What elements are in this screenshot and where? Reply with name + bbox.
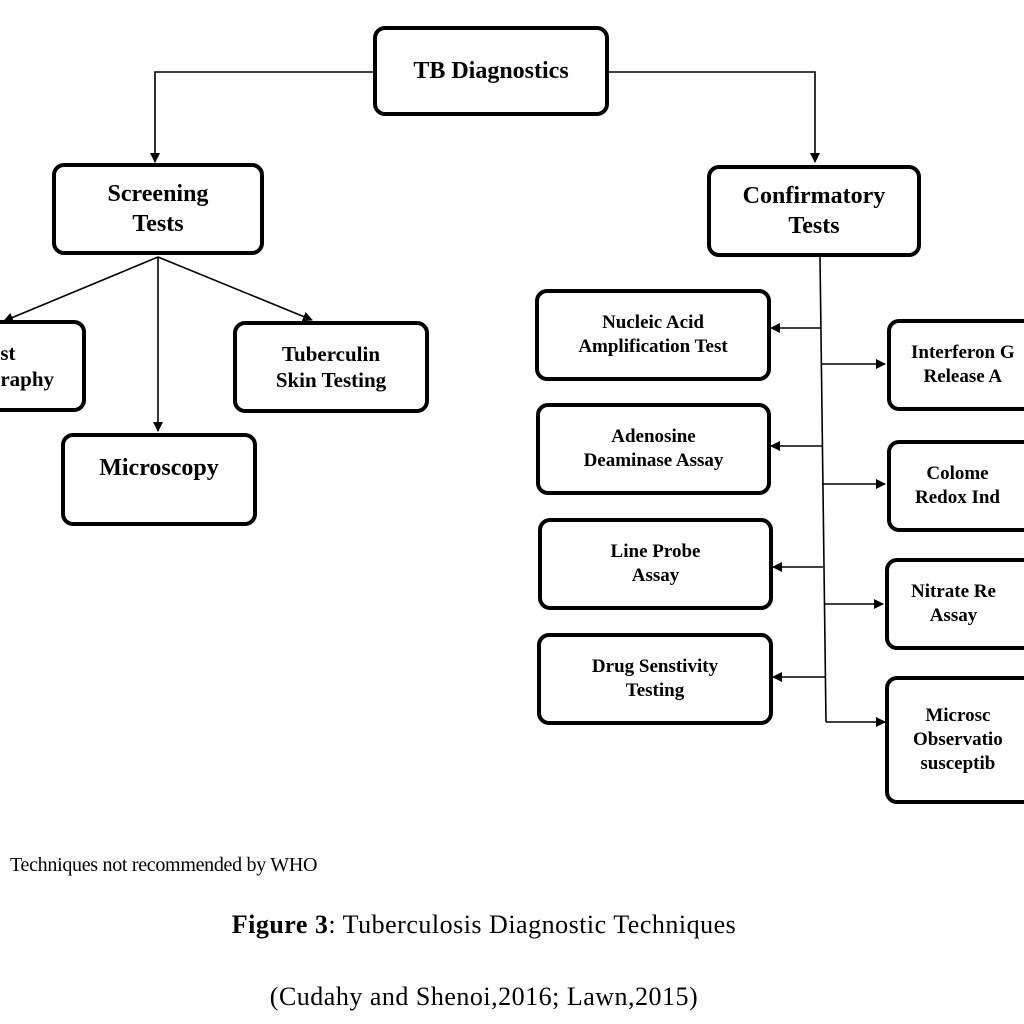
node-tuberculin-skin-testing-label: Tuberculin Skin Testing <box>275 341 387 392</box>
node-microscopy: Microscopy <box>61 433 257 526</box>
node-tb-diagnostics-label: TB Diagnostics <box>413 58 569 84</box>
node-adenosine-deaminase-assay: Adenosine Deaminase Assay <box>536 403 771 495</box>
node-nitrate-reductase-assay: Nitrate Re Assay <box>885 558 1024 650</box>
node-mods-label: Microsc Observatio susceptib <box>913 705 1003 774</box>
figure-label: Figure 3 <box>231 910 329 939</box>
node-dst-label: Drug Senstivity Testing <box>591 656 719 701</box>
node-nucleic-acid-amplification-test: Nucleic Acid Amplification Test <box>535 289 771 381</box>
connector-root-screening <box>150 71 374 163</box>
node-confirmatory-tests-label: Confirmatory Tests <box>742 183 886 239</box>
node-interferon-gamma-release-assay: Interferon G Release A <box>887 319 1024 411</box>
node-chest-radiography: st raphy <box>0 320 86 412</box>
figure-title: : Tuberculosis Diagnostic Techniques <box>328 910 737 939</box>
node-tb-diagnostics: TB Diagnostics <box>373 26 609 116</box>
node-nitrate-label: Nitrate Re Assay <box>911 581 996 626</box>
legend-note: Techniques not recommended by WHO <box>10 854 317 877</box>
connector-confirmatory-trunk <box>819 256 827 723</box>
node-colorimetric-redox-indicator: Colome Redox Ind <box>887 440 1024 532</box>
node-line-probe-assay: Line Probe Assay <box>538 518 773 610</box>
node-microscopic-observation-drug-susceptibility: Microsc Observatio susceptib <box>885 676 1024 804</box>
figure-citation-text: (Cudahy and Shenoi,2016; Lawn,2015) <box>269 982 699 1011</box>
node-confirmatory-tests: Confirmatory Tests <box>707 165 921 257</box>
node-drug-sensitivity-testing: Drug Senstivity Testing <box>537 633 773 725</box>
node-tuberculin-skin-testing: Tuberculin Skin Testing <box>233 321 429 413</box>
node-igra-label: Interferon G Release A <box>911 342 1015 387</box>
connector-screening-chest <box>3 256 159 323</box>
node-screening-tests: Screening Tests <box>52 163 264 255</box>
node-screening-tests-label: Screening Tests <box>107 181 209 237</box>
node-lpa-label: Line Probe Assay <box>610 541 701 586</box>
node-chest-radiography-label: st raphy <box>0 340 54 391</box>
figure-caption: Figure 3: Tuberculosis Diagnostic Techni… <box>0 910 968 940</box>
node-ada-label: Adenosine Deaminase Assay <box>583 426 724 471</box>
node-naat-label: Nucleic Acid Amplification Test <box>578 312 728 357</box>
node-microscopy-label: Microscopy <box>99 455 219 481</box>
legend-note-text: Techniques not recommended by WHO <box>10 854 318 876</box>
connector-root-confirmatory <box>607 71 820 163</box>
node-colorimetric-label: Colome Redox Ind <box>915 463 1000 508</box>
figure-citation: (Cudahy and Shenoi,2016; Lawn,2015) <box>0 982 968 1012</box>
connector-screening-tuberculin <box>157 256 313 322</box>
